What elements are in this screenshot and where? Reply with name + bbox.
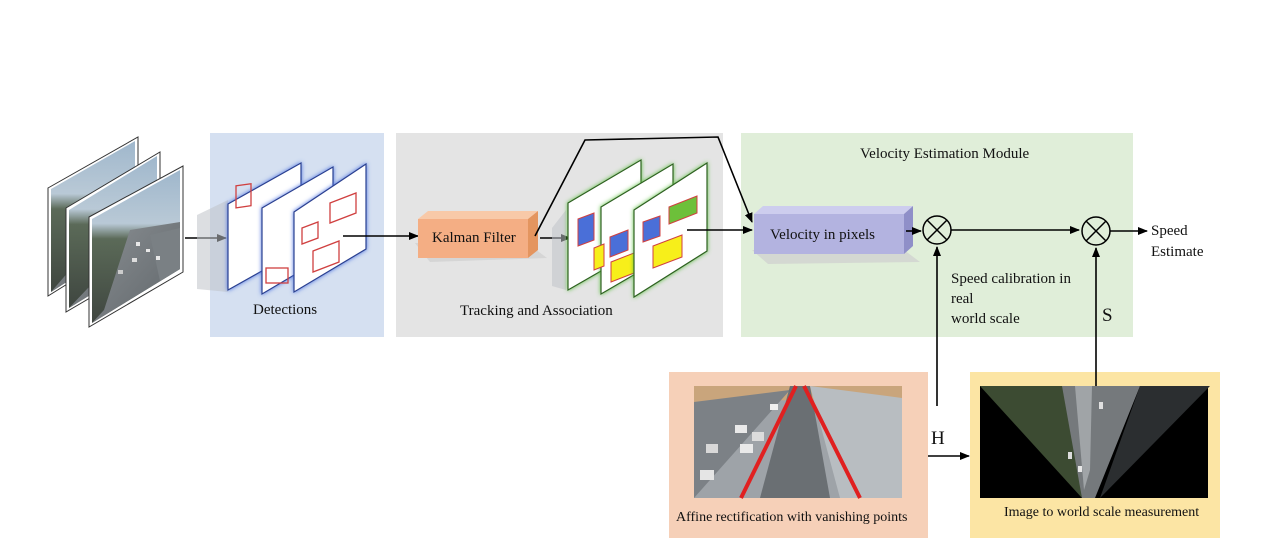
detection-box — [329, 192, 357, 224]
velocity-module-label: Velocity Estimation Module — [860, 146, 1030, 162]
speed-calibration-line-3: world scale — [951, 311, 1020, 327]
lane-line-right — [802, 385, 862, 499]
detections-label: Detections — [253, 302, 318, 318]
track-box-blue — [577, 212, 595, 247]
track-box-yellow — [593, 243, 605, 271]
arrow-bypass — [534, 136, 753, 237]
kalman-filter-block — [415, 211, 547, 262]
detection-box — [265, 267, 289, 284]
track-box-green — [668, 195, 698, 225]
track-box-yellow — [652, 234, 683, 269]
detection-frames — [197, 161, 367, 296]
output-label-line-1: Speed — [1151, 223, 1188, 239]
velocity-pixels-label: Velocity in pixels — [770, 227, 875, 243]
affine-road-image — [694, 385, 902, 499]
tracked-frames — [552, 158, 708, 299]
velocity-pixels-block — [752, 206, 920, 264]
world-scale-label: Image to world scale measurement — [1004, 505, 1200, 520]
output-label-line-2: Estimate — [1151, 244, 1204, 260]
detection-box — [312, 240, 340, 273]
multiply-node-2 — [1081, 216, 1111, 246]
h-symbol: H — [931, 428, 945, 449]
detection-box — [301, 221, 319, 245]
tracking-label: Tracking and Association — [460, 303, 613, 319]
track-box-blue — [642, 215, 661, 243]
lane-line-left — [739, 385, 798, 499]
affine-label: Affine rectification with vanishing poin… — [676, 510, 908, 525]
multiply-node-1 — [922, 215, 952, 245]
world-scale-image — [980, 386, 1210, 498]
input-frames — [47, 136, 184, 328]
detection-box — [235, 182, 252, 209]
kalman-filter-label: Kalman Filter — [432, 230, 516, 246]
s-symbol: S — [1102, 305, 1113, 326]
speed-calibration-line-1: Speed calibration in — [951, 271, 1071, 287]
frame-front — [88, 165, 184, 328]
speed-calibration-line-2: real — [951, 291, 974, 307]
track-box-blue — [609, 229, 629, 258]
